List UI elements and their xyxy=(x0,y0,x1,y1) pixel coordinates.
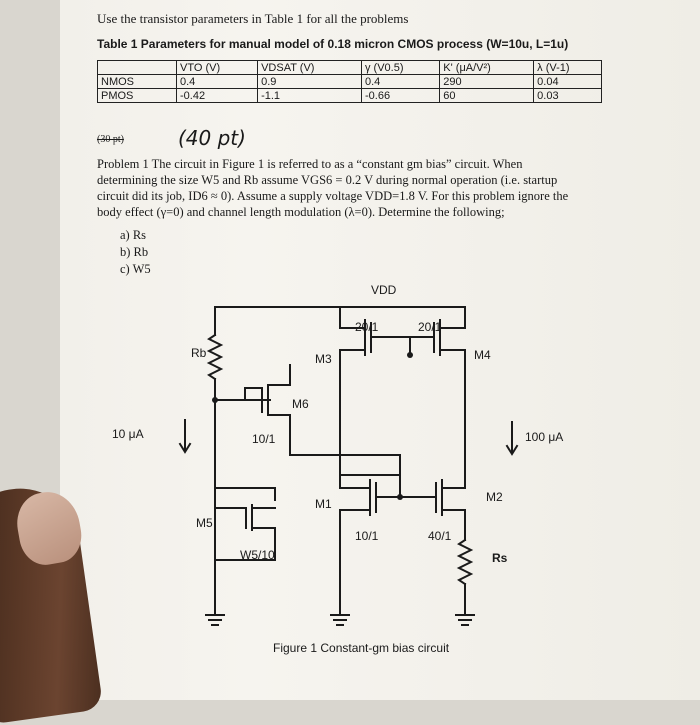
table-row: PMOS -0.42 -1.1 -0.66 60 0.03 xyxy=(97,88,602,103)
m4-size-label: 20/1 xyxy=(418,320,442,334)
paper-page xyxy=(60,0,700,700)
rb-resistor xyxy=(206,333,224,381)
m6-label: M6 xyxy=(292,397,309,411)
circuit-diagram xyxy=(178,306,519,626)
m5-label: M5 xyxy=(196,516,213,530)
arrow-down-icon xyxy=(505,421,519,456)
table-cell: -0.66 xyxy=(360,88,441,103)
table-cell: -0.42 xyxy=(175,88,259,103)
question-item: c) W5 xyxy=(120,262,151,276)
junction-dot xyxy=(397,494,403,500)
rs-label: Rs xyxy=(492,551,508,565)
junction-dot xyxy=(407,352,413,358)
table-cell: 0.04 xyxy=(533,74,602,89)
figure-caption: Figure 1 Constant-gm bias circuit xyxy=(273,641,450,655)
wire xyxy=(214,544,276,561)
table-cell: PMOS xyxy=(97,88,177,103)
m6-size-label: 10/1 xyxy=(252,432,276,446)
m2-transistor xyxy=(399,479,466,516)
rs-resistor xyxy=(456,538,474,586)
ground-symbol xyxy=(330,614,350,626)
ground-symbol xyxy=(205,614,225,626)
right-current-label: 100 μA xyxy=(525,430,564,444)
table-header-cell: γ (V0.5) xyxy=(360,60,441,75)
left-current-label: 10 μA xyxy=(112,427,144,441)
m1-transistor xyxy=(339,474,401,616)
table-row: NMOS 0.4 0.9 0.4 290 0.04 xyxy=(97,74,602,89)
problem-line-1: Problem 1 The circuit in Figure 1 is ref… xyxy=(97,157,523,171)
problem-line-4: body effect (γ=0) and channel length mod… xyxy=(97,205,505,219)
m2-size-label: 40/1 xyxy=(428,529,452,543)
problem-line-3: circuit did its job, ID6 ≈ 0). Assume a … xyxy=(97,189,569,203)
vdd-label: VDD xyxy=(371,283,397,297)
table-cell: -1.1 xyxy=(257,88,362,103)
m4-transistor xyxy=(409,306,466,376)
table-cell: 0.03 xyxy=(533,88,602,103)
problem-line-2: determining the size W5 and Rb assume VG… xyxy=(97,173,558,187)
m5-transistor xyxy=(214,487,276,546)
table-header-row: VTO (V) VDSAT (V) γ (V0.5) K' (μA/V²) λ … xyxy=(97,60,602,75)
parameter-table: VTO (V) VDSAT (V) γ (V0.5) K' (μA/V²) λ … xyxy=(97,60,602,103)
question-item: a) Rs xyxy=(120,228,147,242)
m1-size-label: 10/1 xyxy=(355,529,379,543)
m2-label: M2 xyxy=(486,490,503,504)
points-printed: (30 pt) xyxy=(97,134,124,145)
m3-transistor xyxy=(339,306,411,376)
ground-symbol xyxy=(455,614,475,626)
points-handwritten: (40 pt) xyxy=(178,126,246,150)
junction-dot xyxy=(212,397,218,403)
m6-transistor xyxy=(214,364,291,441)
m1-label: M1 xyxy=(315,497,332,511)
m3-size-label: 20/1 xyxy=(355,320,379,334)
wire xyxy=(289,439,401,498)
m4-label: M4 xyxy=(474,348,491,362)
table-cell: 60 xyxy=(439,88,535,103)
table-caption: Table 1 Parameters for manual model of 0… xyxy=(97,37,569,51)
arrow-down-icon xyxy=(178,419,192,454)
m3-label: M3 xyxy=(315,352,332,366)
question-item: b) Rb xyxy=(120,245,149,259)
instruction-line: Use the transistor parameters in Table 1… xyxy=(97,11,409,26)
m5-size-label: W5/10 xyxy=(240,548,275,562)
table-cell: 0.4 xyxy=(175,74,259,89)
rb-label: Rb xyxy=(191,346,207,360)
